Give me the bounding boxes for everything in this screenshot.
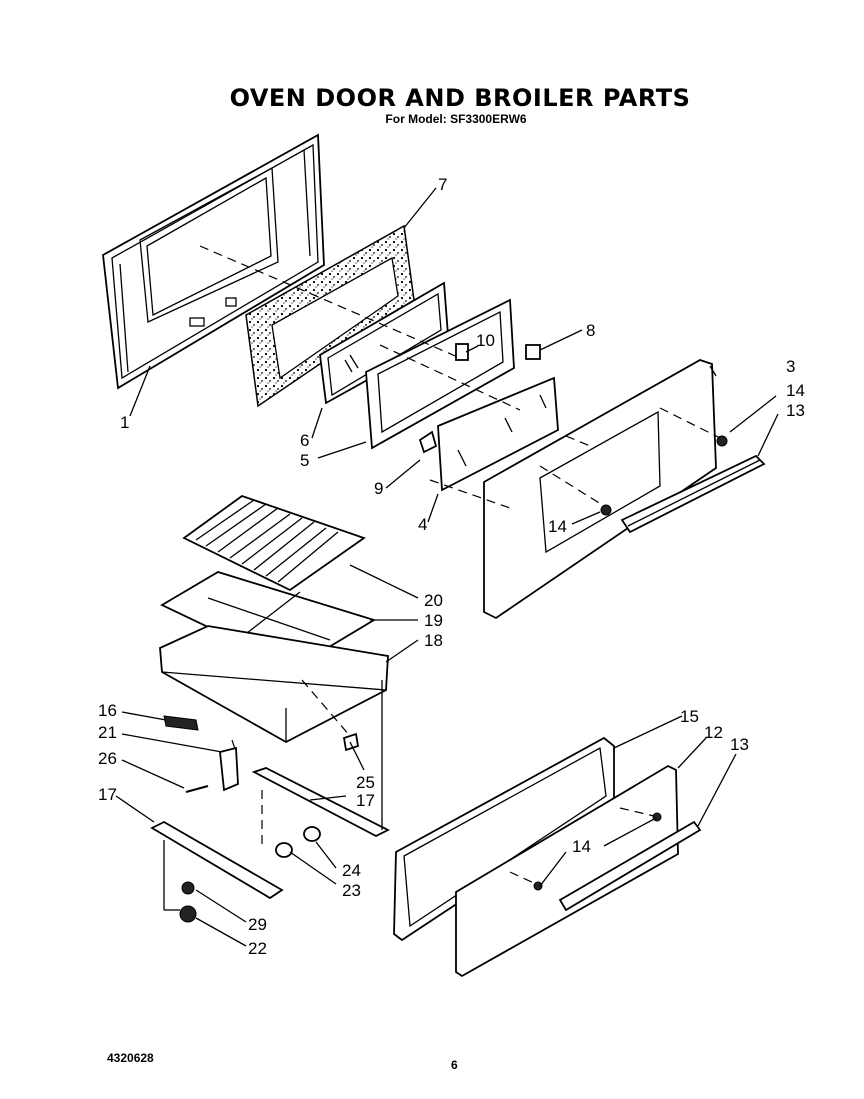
broiler-pan xyxy=(159,625,389,744)
callout-24: 24 xyxy=(342,861,361,880)
broiler-slide-rail-left xyxy=(150,820,284,900)
alignment-lines xyxy=(199,245,721,885)
callout-26: 26 xyxy=(98,749,117,768)
callout-23: 23 xyxy=(342,881,361,900)
callout-10: 10 xyxy=(476,331,495,350)
callout-21: 21 xyxy=(98,723,117,742)
glass-retainer-frame xyxy=(365,298,515,450)
document-number: 4320628 xyxy=(107,1051,154,1065)
callout-25: 25 xyxy=(356,773,375,792)
callout-15: 15 xyxy=(680,707,699,726)
roller-parts xyxy=(275,826,321,858)
callout-22: 22 xyxy=(248,939,267,958)
callout-7: 7 xyxy=(438,175,447,194)
callout-16: 16 xyxy=(98,701,117,720)
callout-3: 3 xyxy=(786,357,795,376)
callout-labels: 1 7 8 10 3 14 13 6 5 9 4 14 20 19 18 16 … xyxy=(98,175,805,958)
callout-20: 20 xyxy=(424,591,443,610)
broiler-drawer-handle xyxy=(558,820,702,912)
broiler-slide-rail-right xyxy=(251,767,390,838)
broiler-small-parts xyxy=(163,715,360,794)
callout-29: 29 xyxy=(248,915,267,934)
callout-12: 12 xyxy=(704,723,723,742)
callout-14a: 14 xyxy=(786,381,805,400)
callout-14b: 14 xyxy=(548,517,567,536)
callout-17a: 17 xyxy=(98,785,117,804)
callout-4: 4 xyxy=(418,515,427,534)
roller-and-spacer xyxy=(179,881,197,923)
leader-lines xyxy=(115,187,779,947)
callout-5: 5 xyxy=(300,451,309,470)
glass-pane-outer xyxy=(437,376,559,492)
inner-door-panel xyxy=(102,133,325,390)
callout-14c: 14 xyxy=(572,837,591,856)
callout-13a: 13 xyxy=(786,401,805,420)
oven-door-handle xyxy=(620,454,766,534)
page-number: 6 xyxy=(451,1058,458,1072)
callout-17b: 17 xyxy=(356,791,375,810)
callout-13b: 13 xyxy=(730,735,749,754)
callout-9: 9 xyxy=(374,479,383,498)
callout-18: 18 xyxy=(424,631,443,650)
door-gasket xyxy=(245,224,415,408)
broiler-drawer-front xyxy=(455,764,679,978)
callout-19: 19 xyxy=(424,611,443,630)
hinge-bracket xyxy=(418,343,541,454)
broiler-grid xyxy=(182,494,366,592)
model-subtitle: For Model: SF3300ERW6 xyxy=(385,112,527,126)
glass-pane-inner xyxy=(319,281,449,405)
outer-door-panel xyxy=(483,359,728,620)
page-title: OVEN DOOR AND BROILER PARTS xyxy=(229,84,691,112)
callout-6: 6 xyxy=(300,431,309,450)
callout-1: 1 xyxy=(120,413,129,432)
callout-8: 8 xyxy=(586,321,595,340)
